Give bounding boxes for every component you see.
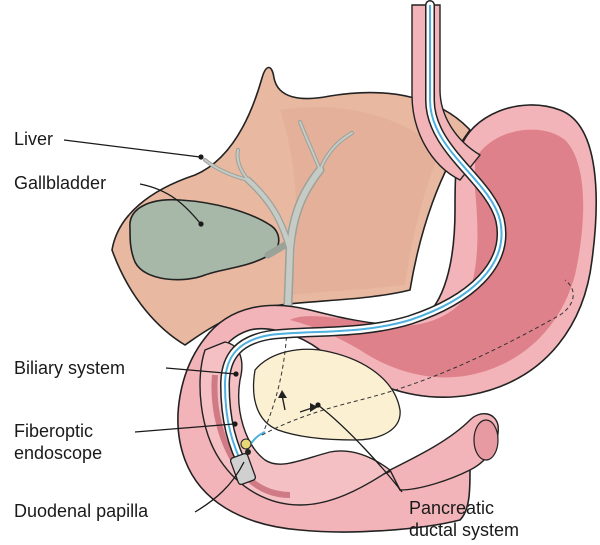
label-fiberoptic-line1: Fiberoptic bbox=[14, 420, 102, 442]
label-pancreatic-line1: Pancreatic bbox=[409, 497, 519, 519]
label-fiberoptic-line2: endoscope bbox=[14, 442, 102, 464]
label-liver: Liver bbox=[14, 128, 53, 150]
jejunum-opening bbox=[474, 420, 498, 460]
label-pancreatic-line2: ductal system bbox=[409, 519, 519, 541]
label-duodenal-papilla: Duodenal papilla bbox=[14, 500, 148, 522]
duodenal-papilla-mark bbox=[241, 439, 251, 449]
label-pancreatic-ductal-system: Pancreatic ductal system bbox=[409, 497, 519, 541]
papilla-dot bbox=[245, 449, 251, 455]
label-fiberoptic-endoscope: Fiberoptic endoscope bbox=[14, 420, 102, 464]
label-gallbladder: Gallbladder bbox=[14, 172, 106, 194]
label-biliary-system: Biliary system bbox=[14, 357, 125, 379]
